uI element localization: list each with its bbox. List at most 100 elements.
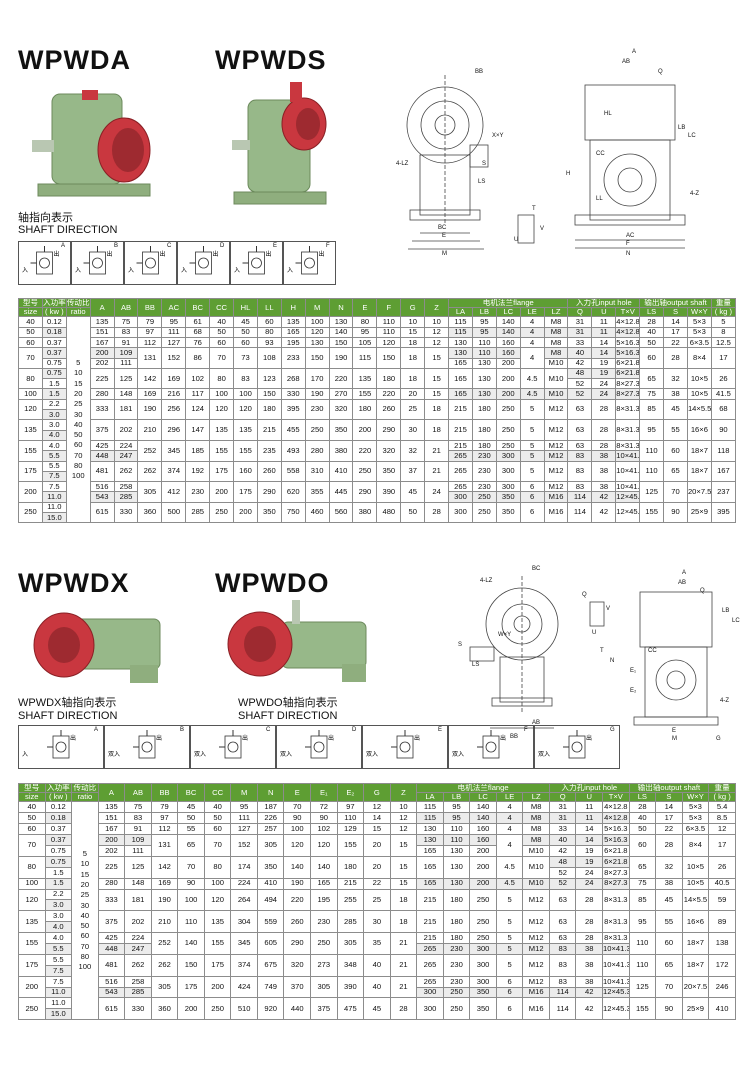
dimension-cell: 150 [304,347,330,369]
dimension-cell: 494 [256,888,285,912]
dimension-cell: 130 [304,336,330,349]
input-hole-cell: 83 [567,460,593,483]
input-hole-cell: 63 [548,888,577,912]
input-hole-cell: 38 [575,942,604,955]
input-hole-cell: 31 [567,316,593,328]
table-row: 3.0 [19,899,736,912]
flange-cell: 130 [471,367,497,390]
flange-cell: 250 [471,501,497,524]
output-shaft-cell: 50 [628,823,657,836]
dimension-cell: 18 [424,419,450,441]
input-hole-cell: 8×27.3 [602,866,630,879]
dimension-cell: 111 [124,844,152,857]
flange-cell: 250 [471,491,497,503]
power-cell: 11.0 [44,986,73,999]
column-header: N [328,297,354,318]
dimension-cell: 12 [389,812,418,825]
flange-cell: M16 [543,491,569,503]
dimension-label: F [626,241,630,247]
flange-cell: M10 [522,855,550,879]
power-cell: 7.5 [41,470,67,483]
dimension-label: LS [472,662,479,668]
dimension-cell: 20 [363,855,391,879]
input-hole-cell: 42 [591,491,617,503]
flange-cell: M12 [522,932,550,944]
dimension-cell: 125 [124,855,152,879]
input-hole-cell: 4×12.8 [602,812,630,825]
flange-cell: 300 [495,450,521,462]
dimension-cell: 215 [336,877,365,890]
dimension-cell: 10 [389,801,418,814]
dimension-cell: 140 [310,855,338,879]
dimension-cell: 21 [389,932,418,955]
dimension-cell: 135 [233,419,258,441]
flange-cell: 230 [442,942,471,955]
column-header: size [18,792,46,803]
dimension-cell: 202 [97,844,126,857]
flange-cell: 95 [442,812,471,825]
dimension-cell: 210 [137,419,163,441]
weight-cell: 40.5 [708,877,736,890]
dimension-cell: 60 [203,823,232,836]
dimension-label: N [626,251,630,255]
column-header: 电机法兰flange [416,782,550,794]
dimension-cell: 80 [352,316,378,328]
weight-cell: 68 [710,398,737,421]
input-hole-cell: 31 [567,326,593,339]
power-cell: 0.12 [44,801,73,814]
dimension-cell: 50 [203,812,232,825]
output-shaft-cell: 40 [628,812,657,825]
dimension-cell: 390 [376,481,402,503]
dimension-cell: 190 [150,888,179,912]
dimension-cell: 216 [161,388,187,400]
direction-label-out: 出 [70,734,76,742]
weight-cell: 118 [710,439,737,462]
power-cell: 0.37 [41,336,67,349]
input-hole-cell: 83 [567,450,593,462]
direction-label-in: 入 [287,267,293,274]
column-header: N [256,782,285,803]
dimension-cell: 175 [177,975,205,999]
dimension-cell: 475 [336,997,365,1021]
dimension-cell: 18 [389,888,418,912]
flange-cell: M8 [522,834,550,846]
dimension-label: E [672,728,676,734]
weight-cell: 17 [710,347,737,369]
flange-cell: 230 [442,953,471,977]
column-header: LS [639,307,665,318]
shaft-direction-icon: 入出 [75,246,113,275]
dimension-label: BB [510,734,518,740]
power-cell: 2.2 [44,888,73,901]
dimension-cell: 250 [304,419,330,441]
output-shaft-cell: 25×9 [686,501,712,524]
input-hole-cell: 33 [567,336,593,349]
dimension-cell: 348 [336,953,365,977]
shaft-direction-icon: 入出 [128,246,166,275]
dimension-cell: 111 [230,812,258,825]
dimension-cell: 410 [328,460,354,483]
column-header: 传动比 [71,782,99,794]
dimension-cell: 280 [89,388,115,400]
dimension-cell: 169 [161,367,187,390]
power-cell: 1.5 [44,877,73,890]
dimension-cell: 374 [161,460,187,483]
dimension-cell: 111 [161,326,187,339]
dimension-label: E₂ [630,688,637,694]
flange-cell: 95 [471,316,497,328]
dimension-cell: 410 [256,877,285,890]
dimension-cell: 481 [89,460,115,483]
dimension-cell: 97 [137,326,163,339]
power-cell: 4.0 [41,429,67,441]
input-hole-cell: 8×31.3 [602,888,630,912]
dimension-cell: 28 [389,997,418,1021]
flange-cell: 4.5 [519,388,545,400]
input-hole-cell: 6×21.8 [615,367,641,380]
dimension-cell: 264 [230,888,258,912]
dimension-cell: 18 [400,367,426,390]
flange-cell: 300 [495,460,521,483]
dimension-cell: 60 [209,336,235,349]
